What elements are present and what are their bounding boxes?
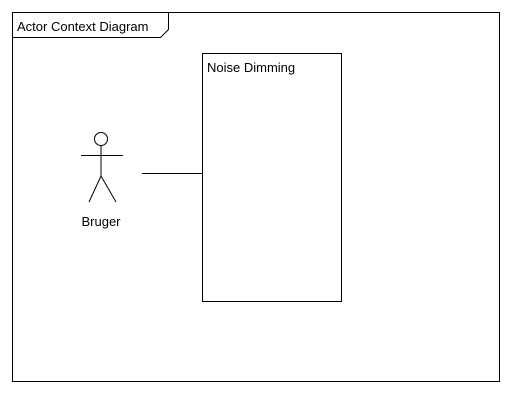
actor-right-leg — [100, 175, 117, 203]
frame-title: Actor Context Diagram — [17, 19, 149, 34]
actor-figure[interactable] — [81, 132, 123, 203]
actor-left-leg — [88, 175, 102, 203]
system-block[interactable] — [202, 53, 342, 302]
system-block-label: Noise Dimming — [207, 60, 295, 75]
actor-label: Bruger — [81, 214, 121, 229]
frame-title-tab — [12, 12, 169, 38]
